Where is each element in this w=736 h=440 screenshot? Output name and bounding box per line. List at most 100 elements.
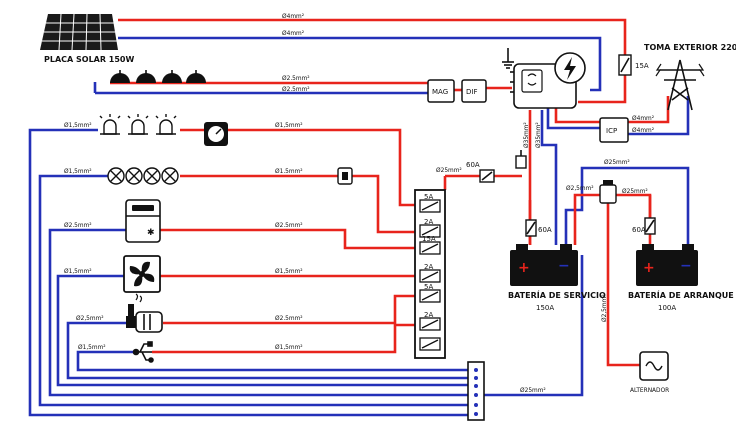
led-strip-icon: [107, 167, 179, 185]
fuse-label-3: 15A: [422, 235, 436, 243]
ceiling-light-icon: [110, 70, 206, 83]
start-battery-label: BATERÍA DE ARRANQUE: [628, 289, 734, 300]
wire-label-batt-mid1: Ø2,5mm²: [566, 184, 594, 192]
wire-label-icp-top: Ø4mm²: [632, 114, 654, 122]
alternator-positive: [606, 203, 640, 367]
socket-fuse: 15A: [618, 54, 649, 76]
pylon-icon: [655, 59, 705, 111]
wire-label-line2-left: Ø1,5mm²: [64, 167, 92, 175]
battery-separator-icon: [599, 180, 617, 204]
main-fuse-label: 60A: [466, 161, 480, 169]
wire-label-batt-top: Ø25mm²: [604, 158, 630, 166]
wire-label-fridge-right: Ø2.5mm²: [275, 221, 303, 229]
fuse-label-2: 2A: [424, 218, 433, 226]
fuse-label-4: 2A: [424, 263, 433, 271]
dif-label: DIF: [466, 88, 477, 96]
inverter-negative-35: [540, 110, 558, 245]
wires: [28, 18, 690, 417]
line1-negative: [28, 128, 470, 417]
switch-icon: [337, 167, 353, 185]
service-battery-label: BATERÍA DE SERVICIO: [508, 289, 606, 300]
wire-label-inverter-1: Ø35mm²: [522, 122, 530, 148]
wire-label-usb-left: Ø1,5mm²: [78, 343, 106, 351]
svg-text:−: −: [680, 258, 692, 274]
batteries-negative-link: [564, 166, 690, 245]
svg-text:−: −: [558, 258, 570, 274]
water-pump-icon: [126, 293, 163, 333]
fuse-label-1: 5A: [424, 193, 433, 201]
wire-label-ground: Ø25mm²: [520, 386, 546, 394]
wire-label-lights-bottom: Ø2.5mm²: [282, 85, 310, 93]
wire-label-fridge-left: Ø2.5mm²: [64, 221, 92, 229]
alternator-icon: [639, 351, 669, 381]
alternator-label: ALTERNADOR: [630, 386, 669, 394]
ground-return: [484, 255, 584, 397]
usb-negative: [76, 350, 470, 372]
mag-breaker: MAG: [427, 79, 455, 103]
fridge-icon: ✱: [125, 199, 161, 243]
usb-icon: [132, 341, 154, 363]
wire-label-fan-left: Ø1,5mm²: [64, 267, 92, 275]
fridge-negative: [48, 228, 470, 397]
service-battery-capacity: 150A: [536, 304, 554, 312]
fuse-label-5: 5A: [424, 283, 433, 291]
wire-label-solar-bottom: Ø4mm²: [282, 29, 304, 37]
wire-label-icp-bottom: Ø4mm²: [632, 126, 654, 134]
socket-feed-wire: [578, 75, 627, 104]
solar-panel-icon: [40, 13, 118, 51]
pump-positive: [163, 294, 420, 325]
ground-bus: [467, 361, 485, 421]
wire-label-fan-right: Ø1,5mm²: [275, 267, 303, 275]
start-battery-fuse: 60A: [632, 217, 656, 235]
separator-link-service: [573, 193, 600, 245]
gauge-icon: [204, 122, 228, 146]
outdoor-socket-label: TOMA EXTERIOR 220V: [644, 43, 736, 52]
line1-positive: [180, 128, 420, 207]
svg-text:✱: ✱: [147, 228, 155, 238]
icp-link-1: [546, 108, 600, 130]
icp-grid-positive: [628, 96, 670, 124]
main-fuse: 60A: [466, 161, 495, 183]
wire-label-line2-right: Ø1.5mm²: [275, 167, 303, 175]
start-battery-capacity: 100A: [658, 304, 676, 312]
fuse-label-6: 2A: [424, 311, 433, 319]
battery-icon: + −: [636, 244, 698, 286]
wire-label-line1-right: Ø1,5mm²: [275, 121, 303, 129]
pump-negative: [66, 321, 470, 380]
wire-label-pump-left: Ø2,5mm²: [76, 314, 104, 322]
icp-breaker: ICP: [599, 117, 629, 143]
svg-text:+: +: [518, 260, 530, 276]
wire-label-alternator: Ø2,5mm²: [600, 294, 608, 322]
line2-positive-b: [352, 174, 420, 234]
line2-negative: [38, 174, 470, 407]
ground-icon: [502, 48, 514, 69]
wire-label-line1-left: Ø1,5mm²: [64, 121, 92, 129]
wire-label-usb-right: Ø1,5mm²: [275, 343, 303, 351]
wire-label-pump-right: Ø2.5mm²: [275, 314, 303, 322]
disconnect-switch-icon: [515, 150, 527, 169]
solar-panel-label: PLACA SOLAR 150W: [44, 55, 134, 64]
service-fuse-label: 60A: [538, 226, 552, 234]
icp-link-2: [554, 108, 600, 124]
fan-negative: [56, 274, 470, 387]
battery-icon: + −: [510, 244, 578, 286]
icp-label: ICP: [606, 127, 617, 135]
spot-light-icon: [99, 114, 177, 135]
wire-label-inverter-2: Ø35mm²: [534, 122, 542, 148]
fuse-box: 5A 2A 15A 2A 5A 2A: [414, 189, 446, 359]
service-battery-fuse: 60A: [525, 219, 552, 237]
solar-positive-wire: [118, 18, 627, 55]
dif-breaker: DIF: [461, 79, 487, 103]
svg-text:+: +: [643, 260, 655, 276]
start-fuse-label: 60A: [632, 226, 646, 234]
wire-label-solar-top: Ø4mm²: [282, 12, 304, 20]
mag-label: MAG: [432, 88, 448, 96]
socket-fuse-label: 15A: [635, 62, 649, 70]
usb-positive: [152, 323, 420, 354]
icp-grid-negative: [628, 96, 690, 136]
fridge-positive: [160, 228, 420, 250]
solar-negative-wire: [118, 36, 602, 92]
wire-label-batt-mid2: Ø25mm²: [622, 187, 648, 195]
